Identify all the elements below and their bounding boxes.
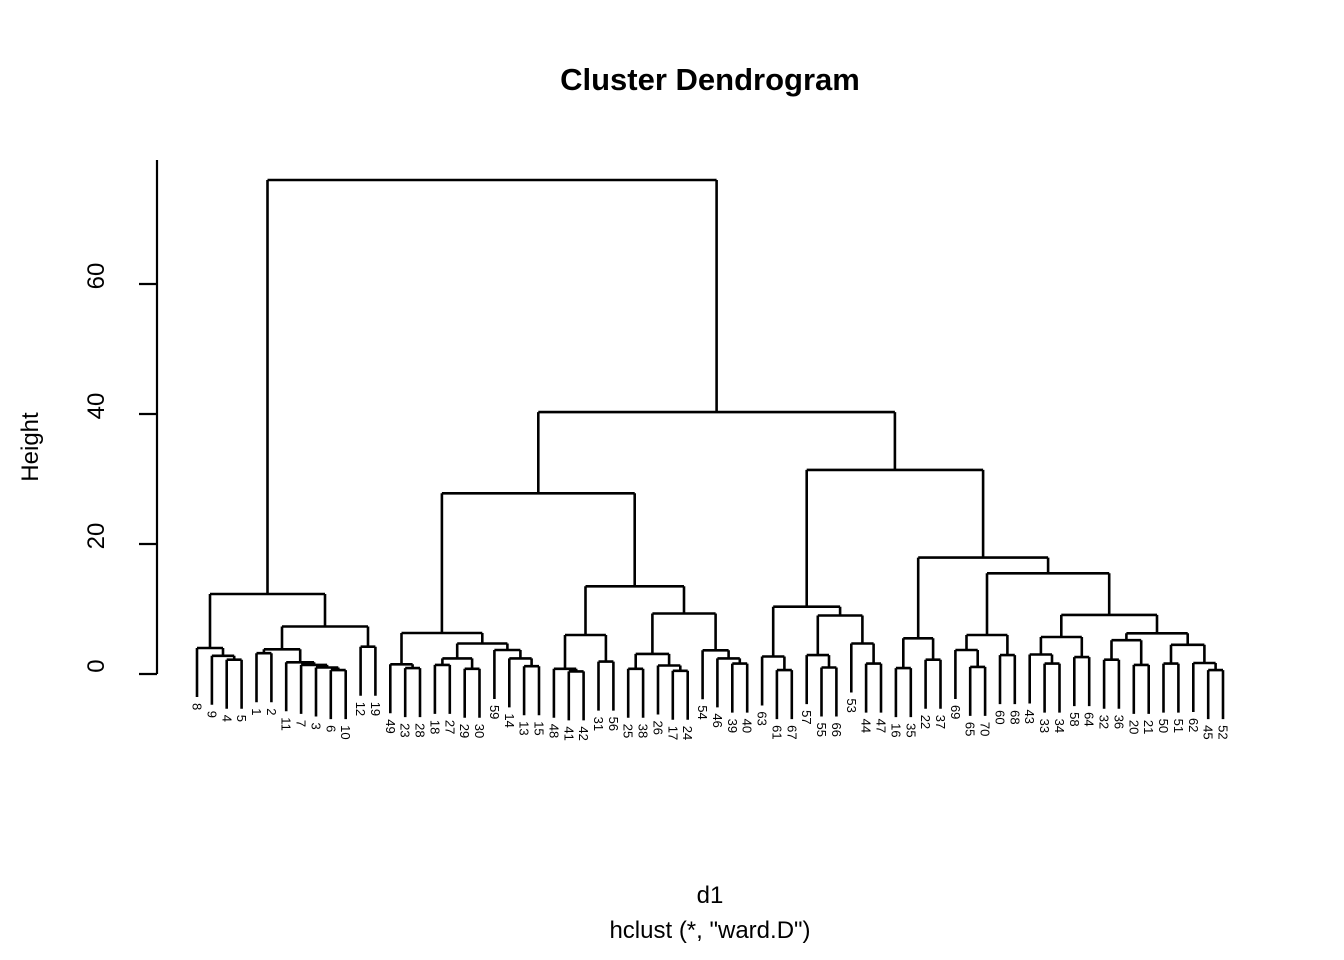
leaf-label: 32 [1097, 715, 1112, 729]
leaf-label: 4 [219, 715, 234, 722]
leaf-label: 63 [755, 711, 770, 725]
leaf-label: 5 [234, 715, 249, 722]
leaf-label: 68 [1007, 710, 1022, 724]
leaf-label: 15 [532, 721, 547, 735]
leaf-label: 52 [1216, 725, 1231, 739]
leaf-label: 42 [576, 726, 591, 740]
leaf-label: 37 [933, 715, 948, 729]
leaf-label: 27 [442, 720, 457, 734]
leaf-label: 12 [353, 702, 368, 716]
y-axis-title: Height [17, 412, 44, 482]
leaf-label: 62 [1186, 718, 1201, 732]
leaf-label: 18 [427, 720, 442, 734]
leaf-label: 39 [725, 719, 740, 733]
leaf-label: 47 [874, 719, 889, 733]
leaf-label: 41 [561, 726, 576, 740]
leaf-label: 8 [190, 703, 205, 710]
leaf-label: 16 [888, 723, 903, 737]
y-axis: 0 20 40 60 [83, 160, 159, 676]
leaf-label: 36 [1111, 715, 1126, 729]
dendrogram-tree [195, 178, 1225, 721]
leaf-label: 55 [814, 723, 829, 737]
leaf-label: 2 [264, 708, 279, 715]
leaf-label: 44 [859, 719, 874, 733]
leaf-label: 24 [680, 726, 695, 740]
y-tick-label: 0 [83, 659, 110, 672]
leaf-label: 51 [1171, 719, 1186, 733]
leaf-label: 10 [338, 725, 353, 739]
leaf-label: 40 [740, 719, 755, 733]
leaf-label: 69 [948, 705, 963, 719]
leaf-label: 7 [294, 720, 309, 727]
leaf-label: 64 [1082, 712, 1097, 726]
leaf-label: 29 [457, 724, 472, 738]
leaf-label: 58 [1067, 712, 1082, 726]
leaf-label: 60 [992, 710, 1007, 724]
leaf-label: 3 [308, 723, 323, 730]
leaf-label: 38 [636, 724, 651, 738]
y-tick-label: 40 [83, 393, 110, 420]
leaf-label: 70 [978, 722, 993, 736]
leaf-label: 22 [918, 715, 933, 729]
leaf-label: 11 [279, 717, 294, 731]
leaf-label: 20 [1126, 720, 1141, 734]
leaf-label: 13 [517, 721, 532, 735]
leaf-label: 28 [413, 723, 428, 737]
dendrogram-links [195, 178, 1225, 721]
leaf-label: 61 [769, 725, 784, 739]
leaf-label: 49 [383, 719, 398, 733]
leaf-label: 56 [606, 717, 621, 731]
leaf-label: 34 [1052, 719, 1067, 733]
leaf-label: 25 [621, 724, 636, 738]
y-tick-label: 20 [83, 523, 110, 550]
leaf-label: 48 [546, 724, 561, 738]
leaf-label: 66 [829, 723, 844, 737]
leaf-label: 1 [249, 708, 264, 715]
leaf-label: 30 [472, 724, 487, 738]
leaf-label: 65 [963, 722, 978, 736]
x-axis-title: d1 [697, 882, 724, 909]
leaf-label: 17 [665, 726, 680, 740]
leaf-label: 14 [502, 713, 517, 727]
leaf-label: 53 [844, 698, 859, 712]
y-axis-line [139, 160, 159, 676]
leaf-label: 50 [1156, 719, 1171, 733]
leaf-label: 45 [1201, 725, 1216, 739]
leaf-label: 57 [799, 710, 814, 724]
leaf-label: 21 [1141, 720, 1156, 734]
leaf-label: 33 [1037, 719, 1052, 733]
leaf-label: 9 [204, 711, 219, 718]
leaf-label: 23 [398, 723, 413, 737]
leaf-label: 43 [1022, 710, 1037, 724]
leaf-label: 35 [903, 723, 918, 737]
leaf-label: 31 [591, 717, 606, 731]
chart-title: Cluster Dendrogram [560, 62, 860, 97]
leaf-label: 6 [323, 725, 338, 732]
x-axis-subtitle: hclust (*, "ward.D") [609, 917, 810, 944]
leaf-label: 54 [695, 705, 710, 719]
leaf-label: 19 [368, 702, 383, 716]
leaf-label: 26 [650, 721, 665, 735]
leaf-label: 67 [784, 725, 799, 739]
leaf-label: 46 [710, 713, 725, 727]
y-tick-label: 60 [83, 263, 110, 290]
leaf-label: 59 [487, 705, 502, 719]
